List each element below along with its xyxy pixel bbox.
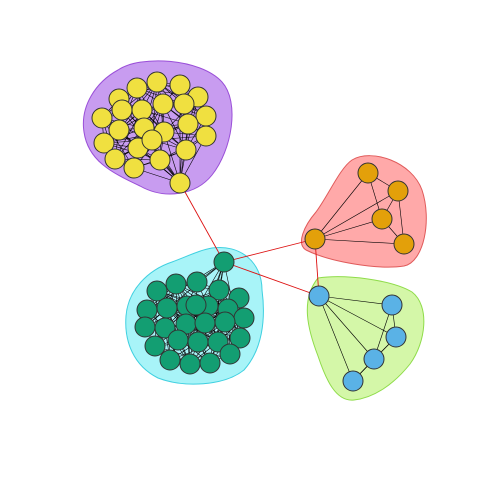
node-yellow-10 <box>173 93 195 115</box>
node-green-17 <box>214 311 236 333</box>
node-green-13 <box>134 316 156 338</box>
node-orange-4 <box>393 233 415 255</box>
node-orange-1 <box>357 162 379 184</box>
edge-blue <box>318 295 375 360</box>
node-yellow-2 <box>126 77 148 99</box>
edge-orange <box>314 190 399 240</box>
node-yellow-8 <box>131 99 153 121</box>
node-orange-5 <box>304 228 326 250</box>
node-green-1 <box>213 251 235 273</box>
node-green-4 <box>186 271 208 293</box>
edge-blue <box>318 295 354 382</box>
node-green-2 <box>146 280 168 302</box>
node-green-23 <box>159 349 181 371</box>
node-green-18 <box>144 335 166 357</box>
node-blue-1 <box>308 285 330 307</box>
node-yellow-20 <box>149 149 171 171</box>
node-orange-3 <box>371 208 393 230</box>
node-green-5 <box>208 279 230 301</box>
edge-blue <box>318 295 397 338</box>
network-nodes <box>91 71 415 392</box>
node-blue-3 <box>385 326 407 348</box>
node-green-24 <box>179 353 201 375</box>
node-yellow-7 <box>111 99 133 121</box>
node-yellow-18 <box>104 148 126 170</box>
node-yellow-9 <box>152 93 174 115</box>
node-blue-2 <box>381 294 403 316</box>
inter-edge-green-blue <box>223 261 320 297</box>
node-green-22 <box>229 327 251 349</box>
node-blue-5 <box>342 370 364 392</box>
edge-orange <box>314 218 383 240</box>
node-green-3 <box>165 273 187 295</box>
node-green-19 <box>167 329 189 351</box>
node-green-12 <box>233 307 255 329</box>
edge-blue <box>318 295 393 306</box>
node-yellow-24 <box>141 129 163 151</box>
node-green-16 <box>194 312 216 334</box>
node-blue-4 <box>363 348 385 370</box>
node-yellow-6 <box>91 107 113 129</box>
edge-green <box>144 261 225 328</box>
node-green-27 <box>185 294 207 316</box>
node-yellow-16 <box>177 113 199 135</box>
edge-orange <box>314 172 369 240</box>
node-green-25 <box>199 352 221 374</box>
node-yellow-4 <box>169 74 191 96</box>
inter-edge-green-orange <box>223 238 316 263</box>
node-yellow-12 <box>93 132 115 154</box>
node-yellow-21 <box>175 139 197 161</box>
node-yellow-22 <box>123 157 145 179</box>
node-yellow-13 <box>108 119 130 141</box>
node-green-14 <box>154 317 176 339</box>
node-yellow-17 <box>195 125 217 147</box>
node-yellow-11 <box>195 105 217 127</box>
node-yellow-3 <box>146 71 168 93</box>
node-green-8 <box>156 297 178 319</box>
node-orange-2 <box>387 180 409 202</box>
edge-orange <box>314 238 405 245</box>
inter-edge-yellow-green <box>179 182 225 263</box>
node-green-26 <box>219 343 241 365</box>
node-yellow-23 <box>169 172 191 194</box>
node-green-20 <box>187 331 209 353</box>
